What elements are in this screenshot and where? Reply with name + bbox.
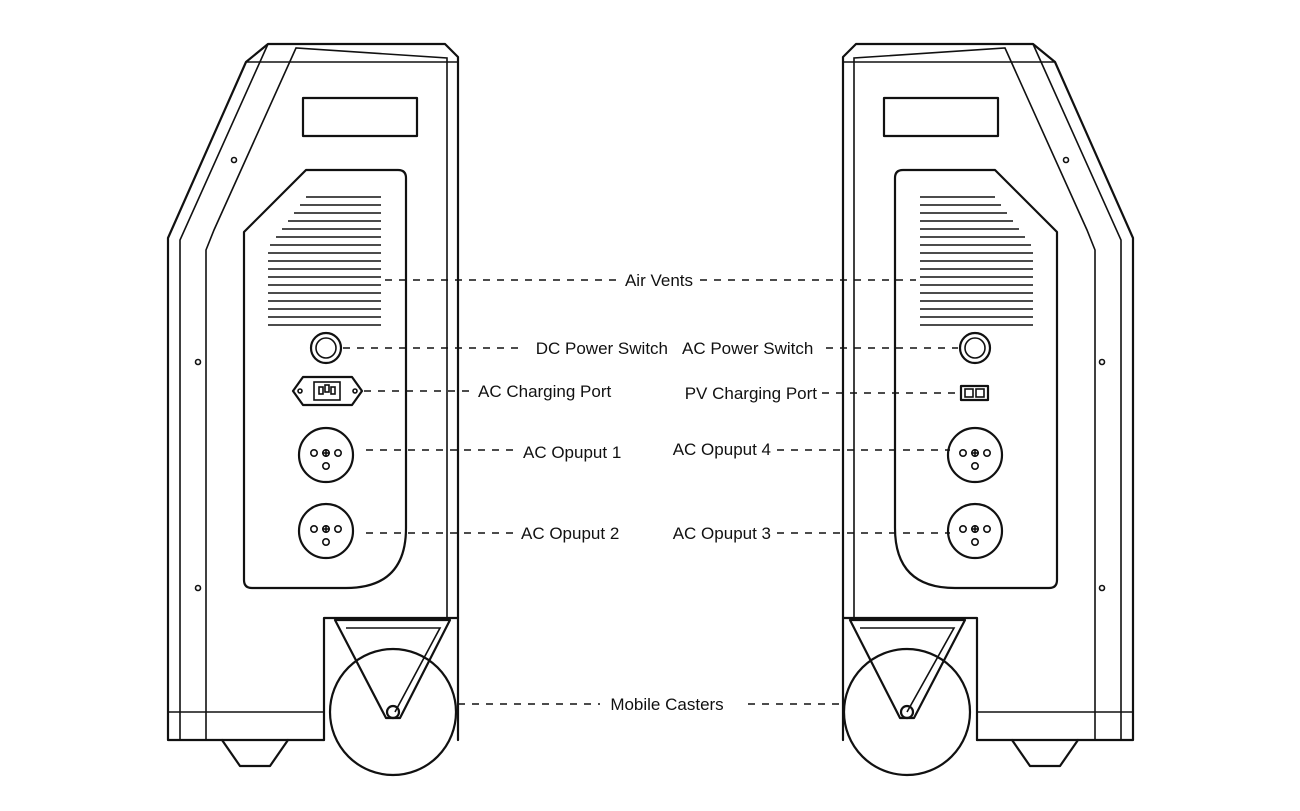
left-screw-2	[194, 358, 202, 366]
right-unit-body	[841, 42, 1135, 742]
label-dc-power-switch: DC Power Switch	[536, 339, 668, 358]
pv-charging-port	[959, 384, 990, 402]
label-pv-charging-port: PV Charging Port	[685, 384, 818, 403]
right-caster-housing	[841, 616, 979, 742]
left-unit-side-edge	[205, 47, 448, 740]
ac-power-switch	[958, 331, 992, 365]
right-foot	[1010, 738, 1080, 768]
right-air-vents	[920, 196, 1033, 326]
label-air-vents: Air Vents	[625, 271, 693, 290]
left-caster-housing	[322, 616, 460, 742]
ac-output-4-socket	[946, 426, 1004, 484]
dc-power-switch	[309, 331, 343, 365]
left-front-panel	[242, 168, 408, 590]
left-unit	[166, 42, 460, 777]
ac-output-2-socket	[297, 502, 355, 560]
right-unit	[841, 42, 1135, 777]
label-ac-output-1: AC Opuput 1	[523, 443, 621, 462]
label-mobile-casters: Mobile Casters	[610, 695, 723, 714]
right-caster-fork	[848, 618, 967, 720]
label-ac-charging-port: AC Charging Port	[478, 382, 612, 401]
left-unit-body	[166, 42, 460, 742]
left-foot	[220, 738, 290, 768]
leader-lines	[343, 279, 958, 705]
label-ac-power-switch: AC Power Switch	[682, 339, 813, 358]
left-screw-1	[230, 156, 238, 164]
ac-output-3-socket	[946, 502, 1004, 560]
right-screw-3	[1098, 584, 1106, 592]
label-ac-output-2: AC Opuput 2	[521, 524, 619, 543]
label-ac-output-4: AC Opuput 4	[673, 440, 771, 459]
right-caster-wheel	[842, 647, 972, 777]
left-unit-side-edge-2	[179, 43, 269, 740]
left-display-window	[301, 96, 419, 138]
ac-output-1-socket	[297, 426, 355, 484]
right-front-panel	[893, 168, 1059, 590]
left-screw-3	[194, 584, 202, 592]
right-screw-2	[1098, 358, 1106, 366]
left-caster-wheel	[328, 647, 458, 777]
right-unit-side-edge-2	[1032, 43, 1122, 740]
right-display-window	[882, 96, 1000, 138]
left-caster-fork	[333, 618, 452, 720]
ac-charging-port	[291, 375, 364, 407]
right-screw-1	[1062, 156, 1070, 164]
left-air-vents	[268, 196, 381, 326]
label-ac-output-3: AC Opuput 3	[673, 524, 771, 543]
labels: Air Vents DC Power Switch AC Power Switc…	[478, 271, 817, 714]
right-unit-side-edge	[853, 47, 1096, 740]
